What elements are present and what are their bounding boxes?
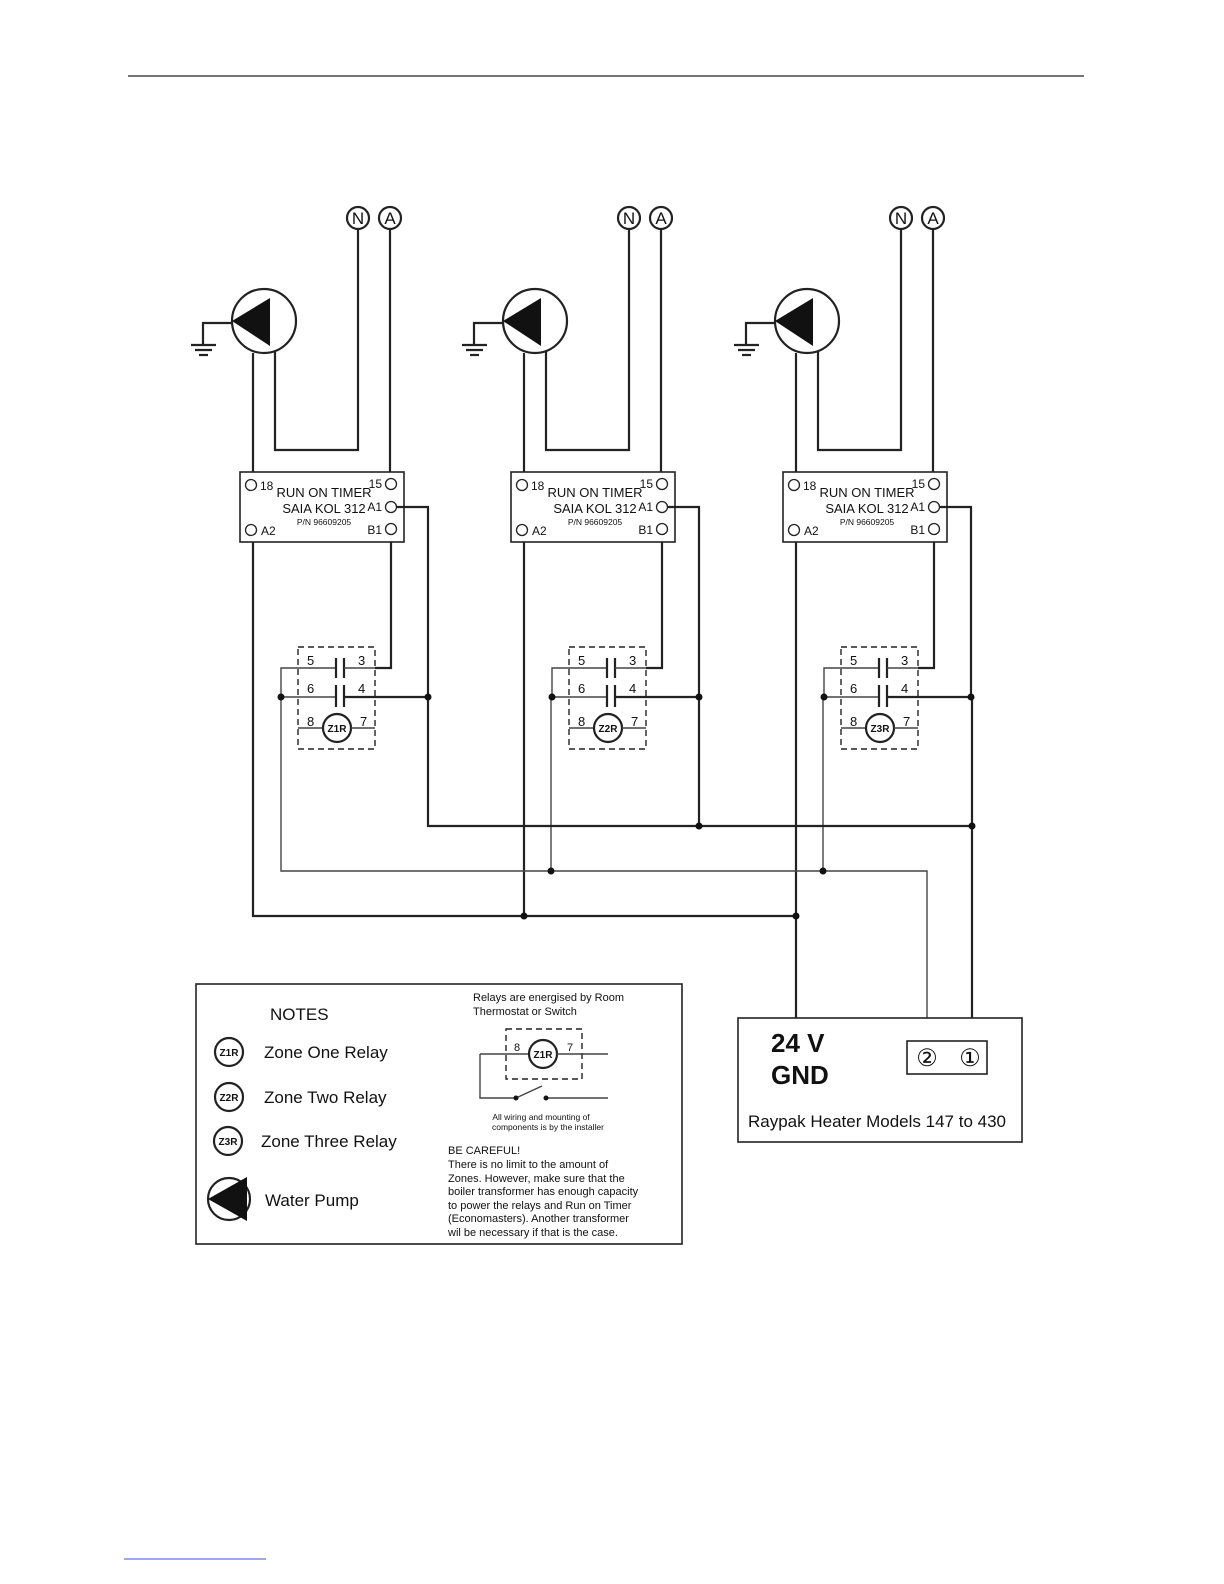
careful-line-6: wil be necessary if that is the case. xyxy=(447,1227,618,1239)
terminal-b1-label: B1 xyxy=(638,523,653,537)
relay-terminal-3: 3 xyxy=(901,653,908,668)
timer-part-number: P/N 96609205 xyxy=(568,517,623,527)
relay-terminal-4: 4 xyxy=(901,681,908,696)
heater-box: 24 V GND ② ① Raypak Heater Models 147 to… xyxy=(737,1017,1023,1143)
legend-water-pump: Water Pump xyxy=(265,1191,359,1210)
careful-line-1: There is no limit to the amount of xyxy=(448,1159,609,1171)
svg-text:Z1R: Z1R xyxy=(220,1048,240,1059)
heater-terminal-2: ② xyxy=(916,1045,938,1072)
relay-terminal-8: 8 xyxy=(578,714,585,729)
terminal-15-label: 15 xyxy=(640,477,654,491)
zone-2-labels: N A RUN ON TIMER SAIA KOL 312 P/N 966092… xyxy=(531,209,667,735)
relay-terminal-7: 7 xyxy=(631,714,638,729)
legend-zone-two: Zone Two Relay xyxy=(264,1088,387,1107)
installer-note-line-2: components is by the installer xyxy=(492,1122,604,1132)
terminal-a2-label: A2 xyxy=(532,524,547,538)
terminal-b1-label: B1 xyxy=(367,523,382,537)
legend-zone-one: Zone One Relay xyxy=(264,1043,388,1062)
timer-title: RUN ON TIMER xyxy=(547,485,642,500)
neutral-symbol: N xyxy=(352,209,364,228)
inset-coil-label: Z1R xyxy=(534,1050,554,1061)
relay-terminal-5: 5 xyxy=(307,653,314,668)
terminal-a1-label: A1 xyxy=(910,500,925,514)
careful-line-3: boiler transformer has enough capacity xyxy=(448,1186,639,1198)
terminal-a1-label: A1 xyxy=(638,500,653,514)
svg-text:Z2R: Z2R xyxy=(220,1093,240,1104)
z1r-relay-icon: Z1R xyxy=(213,1036,245,1068)
relay-terminal-6: 6 xyxy=(850,681,857,696)
careful-line-2: Zones. However, make sure that the xyxy=(448,1173,625,1185)
z2r-coil-label: Z2R xyxy=(599,724,619,735)
terminal-a2-label: A2 xyxy=(804,524,819,538)
water-pump-icon xyxy=(206,1176,252,1222)
terminal-18-label: 18 xyxy=(531,479,545,493)
relay-note-line-1: Relays are energised by Room xyxy=(473,992,624,1004)
careful-line-5: (Economasters). Another transformer xyxy=(448,1213,629,1225)
relay-terminal-3: 3 xyxy=(629,653,636,668)
legend-zone-three: Zone Three Relay xyxy=(261,1132,397,1151)
z2r-relay-icon: Z2R xyxy=(213,1081,245,1113)
timer-model: SAIA KOL 312 xyxy=(282,501,365,516)
timer-title: RUN ON TIMER xyxy=(819,485,914,500)
terminal-18-label: 18 xyxy=(803,479,817,493)
heater-terminal-1: ① xyxy=(959,1045,981,1072)
careful-heading: BE CAREFUL! xyxy=(448,1145,520,1157)
terminal-b1-label: B1 xyxy=(910,523,925,537)
timer-title: RUN ON TIMER xyxy=(276,485,371,500)
relay-terminal-3: 3 xyxy=(358,653,365,668)
relay-terminal-7: 7 xyxy=(903,714,910,729)
svg-text:Z3R: Z3R xyxy=(219,1137,239,1148)
timer-model: SAIA KOL 312 xyxy=(825,501,908,516)
zone-1-labels: N A RUN ON TIMER SAIA KOL 312 P/N 966092… xyxy=(260,209,396,735)
relay-terminal-6: 6 xyxy=(578,681,585,696)
zone-3-labels: N A RUN ON TIMER SAIA KOL 312 P/N 966092… xyxy=(803,209,939,735)
heater-voltage: 24 V xyxy=(771,1028,825,1058)
relay-terminal-4: 4 xyxy=(629,681,636,696)
relay-terminal-6: 6 xyxy=(307,681,314,696)
relay-terminal-8: 8 xyxy=(850,714,857,729)
timer-part-number: P/N 96609205 xyxy=(840,517,895,527)
installer-note-line-1: All wiring and mounting of xyxy=(492,1112,590,1122)
terminal-18-label: 18 xyxy=(260,479,274,493)
terminal-a2-label: A2 xyxy=(261,524,276,538)
relay-terminal-5: 5 xyxy=(578,653,585,668)
timer-part-number: P/N 96609205 xyxy=(297,517,352,527)
inset-terminal-7: 7 xyxy=(567,1042,573,1054)
relay-terminal-8: 8 xyxy=(307,714,314,729)
relay-note-line-2: Thermostat or Switch xyxy=(473,1006,577,1018)
neutral-symbol: N xyxy=(623,209,635,228)
z3r-coil-label: Z3R xyxy=(871,724,891,735)
z3r-relay-icon: Z3R xyxy=(212,1125,244,1157)
relay-terminal-5: 5 xyxy=(850,653,857,668)
relay-terminal-4: 4 xyxy=(358,681,365,696)
z1r-coil-label: Z1R xyxy=(328,724,348,735)
inset-relay-schematic: Z1R 8 7 xyxy=(479,1028,608,1101)
active-symbol: A xyxy=(927,209,939,228)
notes-box: NOTES Z1R Zone One Relay Z2R Zone Two Re… xyxy=(195,983,683,1245)
heater-ground: GND xyxy=(771,1060,829,1090)
common-bus-wiring xyxy=(251,542,976,1043)
careful-line-4: to power the relays and Run on Timer xyxy=(448,1200,632,1212)
heater-model: Raypak Heater Models 147 to 430 xyxy=(748,1112,1006,1131)
active-symbol: A xyxy=(655,209,667,228)
terminal-a1-label: A1 xyxy=(367,500,382,514)
inset-terminal-8: 8 xyxy=(514,1042,520,1054)
neutral-symbol: N xyxy=(895,209,907,228)
timer-model: SAIA KOL 312 xyxy=(553,501,636,516)
notes-heading: NOTES xyxy=(270,1005,329,1024)
active-symbol: A xyxy=(384,209,396,228)
relay-terminal-7: 7 xyxy=(360,714,367,729)
terminal-15-label: 15 xyxy=(912,477,926,491)
terminal-15-label: 15 xyxy=(369,477,383,491)
